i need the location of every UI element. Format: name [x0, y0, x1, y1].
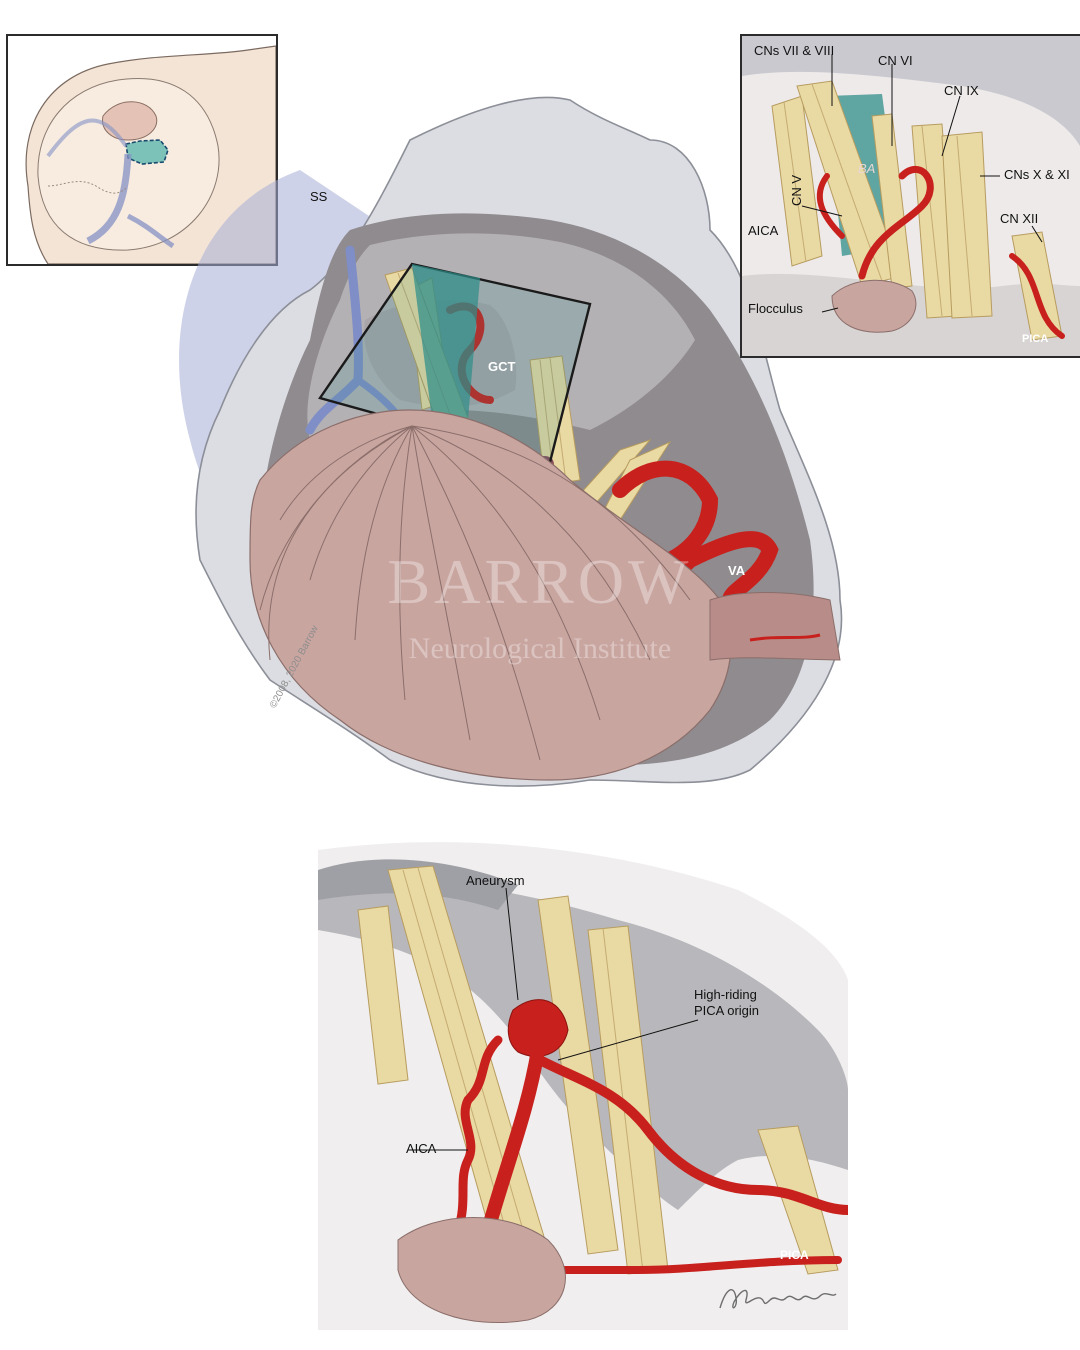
basilar-artery-label: BA	[858, 161, 876, 176]
detail-aica	[816, 173, 845, 239]
ear-outline	[102, 101, 158, 141]
aneurysm-sac	[507, 999, 569, 1057]
cn5-label: CN V	[789, 174, 804, 206]
detail-basilar-artery	[858, 166, 934, 280]
cn6-label: CN VI	[878, 53, 913, 68]
cn9-label: CN IX	[944, 83, 979, 98]
head-orientation-drawing	[25, 45, 276, 264]
retrosigmoid-exposure-drawing	[179, 96, 843, 787]
artist-signature	[719, 1289, 837, 1309]
sigmoid-sinus-label: SS	[310, 189, 328, 204]
nerve-detail-drawing	[742, 36, 1080, 356]
high-riding-label-line2: PICA origin	[694, 1003, 760, 1018]
cn10-11-label: CNs X & XI	[1004, 167, 1070, 182]
cerebellum	[249, 409, 732, 781]
brainstem	[709, 592, 841, 661]
main-surgical-view: SS GCT VA	[150, 80, 850, 810]
vertebral-artery-label: VA	[728, 563, 746, 578]
lower-pica-label: PICA	[780, 1248, 809, 1262]
aica-label: AICA	[748, 223, 779, 238]
detail-inset: CNs VII & VIII CN VI CN IX CN V BA CNs X…	[740, 34, 1080, 358]
orientation-inset	[6, 34, 278, 266]
high-riding-label-line1: High-riding	[694, 987, 757, 1002]
lower-aica-label: AICA	[406, 1141, 437, 1156]
lower-aneurysm-view: Aneurysm High-riding PICA origin AICA PI…	[318, 830, 848, 1330]
detail-cn5	[771, 95, 823, 267]
aneurysm-detail-drawing	[318, 842, 848, 1330]
flocculus-label: Flocculus	[748, 301, 803, 316]
lower-flocculus	[397, 1217, 566, 1324]
detail-pica	[1009, 253, 1065, 339]
gct-label: GCT	[488, 359, 516, 374]
aneurysm-label: Aneurysm	[466, 873, 525, 888]
cn7-8-label: CNs VII & VIII	[754, 43, 835, 58]
pica-label: PICA	[1022, 333, 1049, 345]
detail-cn6	[871, 113, 913, 289]
detail-flocculus	[831, 279, 917, 333]
brainstem-vessel	[749, 633, 821, 642]
cn12-label: CN XII	[1000, 211, 1039, 226]
craniotomy-site	[125, 139, 169, 165]
lower-cn5	[357, 905, 409, 1085]
gct-window	[412, 264, 480, 455]
